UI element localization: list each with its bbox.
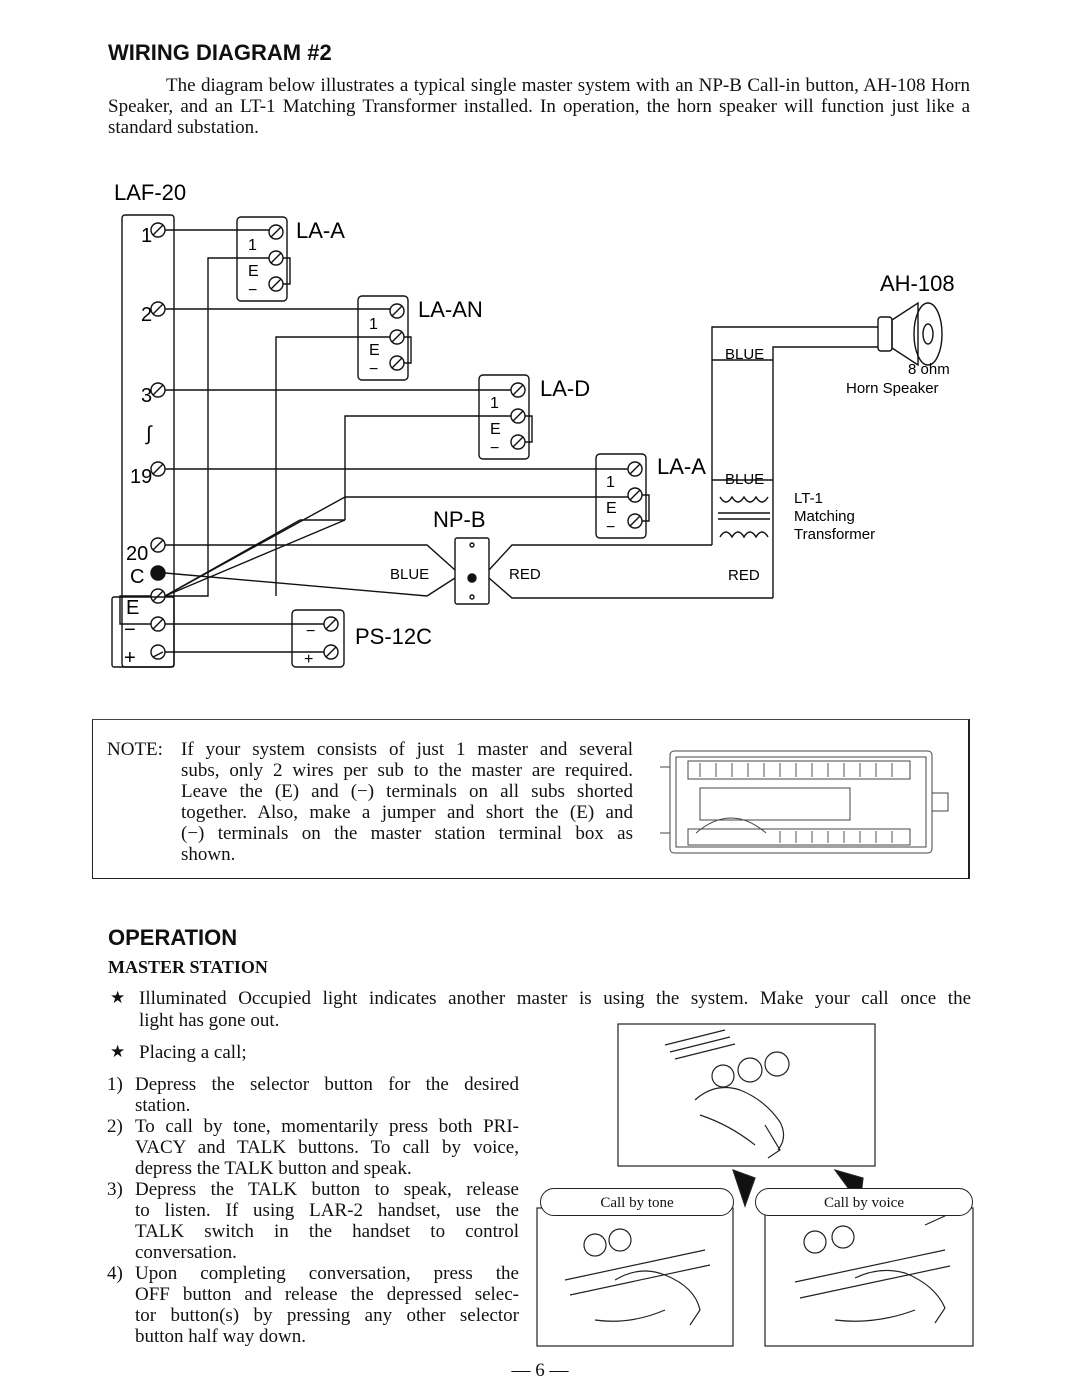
laa2-tm: − xyxy=(606,519,615,536)
laa1-te: E xyxy=(248,263,259,280)
terminal-minus: − xyxy=(124,619,136,641)
step-2: 2) To call by tone, momentarily press bo… xyxy=(107,1116,519,1179)
lad-te: E xyxy=(490,421,501,438)
lt1-1: LT-1 xyxy=(794,490,823,507)
laf20-label: LAF-20 xyxy=(114,180,186,205)
laa2-label: LA-A xyxy=(657,454,706,479)
note-line-5: (−) terminals on the master station term… xyxy=(181,823,633,844)
ah108-label: AH-108 xyxy=(880,271,955,296)
blue-top: BLUE xyxy=(725,346,764,363)
caption-call-by-tone: Call by tone xyxy=(540,1188,734,1216)
note-box xyxy=(92,719,970,879)
lad-t1: 1 xyxy=(490,395,499,412)
star2-text: Placing a call; xyxy=(139,1042,247,1063)
terminal-box-illustration xyxy=(660,750,949,854)
wiring-diagram: 1 2 3 ∫ 19 20 C E − + 1 E − 1 E − 1 E − … xyxy=(111,180,955,669)
note-text: If your system consists of just 1 master… xyxy=(181,739,633,865)
wiring-heading: WIRING DIAGRAM #2 xyxy=(108,40,332,65)
step-2-num: 2) xyxy=(107,1116,123,1137)
terminal-1: 1 xyxy=(141,225,152,247)
step-2-line-2: VACY and TALK buttons. To call by voice, xyxy=(135,1137,519,1158)
lad-tm: − xyxy=(490,440,499,457)
step-1-line-2: station. xyxy=(135,1095,191,1116)
blue-mid: BLUE xyxy=(725,471,764,488)
laan-te: E xyxy=(369,342,380,359)
step-3: 3) Depress the TALK button to speak, rel… xyxy=(107,1179,519,1263)
step-4-line-4: button half way down. xyxy=(135,1326,306,1347)
step-4-line-1: Upon completing conversation, press the xyxy=(135,1263,519,1284)
step-3-line-2: to listen. If using LAR-2 handset, use t… xyxy=(135,1200,519,1221)
lt1-3: Transformer xyxy=(794,526,875,543)
terminal-3: 3 xyxy=(141,385,152,407)
step-1: 1) Depress the selector button for the d… xyxy=(107,1074,519,1116)
star-icon-1: ★ xyxy=(110,988,126,1007)
red-right: RED xyxy=(728,567,760,584)
laa1-label: LA-A xyxy=(296,218,345,243)
horn-desc-2: Horn Speaker xyxy=(846,380,939,397)
laan-tm: − xyxy=(369,361,378,378)
note-line-3: Leave the (E) and (−) terminals on all s… xyxy=(181,781,633,802)
lt1-2: Matching xyxy=(794,508,855,525)
ps-tp: + xyxy=(304,651,313,668)
terminal-19: 19 xyxy=(130,466,152,488)
terminal-e: E xyxy=(126,597,139,619)
step-1-num: 1) xyxy=(107,1074,123,1095)
steps-list: 1) Depress the selector button for the d… xyxy=(107,1074,519,1347)
horn-desc-1: 8 ohm xyxy=(908,361,950,378)
step-3-line-1: Depress the TALK button to speak, releas… xyxy=(135,1179,519,1200)
step-3-line-3: TALK switch in the handset to control xyxy=(135,1221,519,1242)
step-4-line-2: OFF button and release the depressed sel… xyxy=(135,1284,519,1305)
ps12c-label: PS-12C xyxy=(355,624,432,649)
npb-label: NP-B xyxy=(433,507,486,532)
note-line-1: If your system consists of just 1 master… xyxy=(181,739,633,760)
operation-heading: OPERATION xyxy=(108,925,238,950)
laa1-tm: − xyxy=(248,282,257,299)
laa1-t1: 1 xyxy=(248,237,257,254)
step-4-num: 4) xyxy=(107,1263,123,1284)
ps-tm: − xyxy=(306,623,315,640)
step-4: 4) Upon completing conversation, press t… xyxy=(107,1263,519,1347)
terminal-plus: + xyxy=(124,647,136,669)
step-2-line-3: depress the TALK button and speak. xyxy=(135,1158,412,1179)
step-3-line-4: conversation. xyxy=(135,1242,237,1263)
page-number: — 6 — xyxy=(511,1360,569,1381)
step-4-line-3: tor button(s) by pressing any other sele… xyxy=(135,1305,519,1326)
terminal-2: 2 xyxy=(141,304,152,326)
terminal-ellipsis: ∫ xyxy=(145,423,153,445)
star1-line1: Illuminated Occupied light indicates ano… xyxy=(139,988,971,1009)
note-line-6: shown. xyxy=(181,844,236,865)
lad-label: LA-D xyxy=(540,376,590,401)
laan-label: LA-AN xyxy=(418,297,483,322)
note-label: NOTE: xyxy=(107,739,163,760)
star1-line2: light has gone out. xyxy=(139,1010,280,1031)
wiring-intro: The diagram below illustrates a typical … xyxy=(108,75,970,138)
master-station-heading: MASTER STATION xyxy=(108,957,268,977)
terminal-c: C xyxy=(130,566,144,588)
star-icon-2: ★ xyxy=(110,1042,126,1061)
caption-call-by-voice: Call by voice xyxy=(755,1188,973,1216)
laan-t1: 1 xyxy=(369,316,378,333)
step-2-line-1: To call by tone, momentarily press both … xyxy=(135,1116,519,1137)
step-1-line-1: Depress the selector button for the desi… xyxy=(135,1074,519,1095)
terminal-20: 20 xyxy=(126,543,148,565)
note-line-4: together. Also, make a jumper and short … xyxy=(181,802,633,823)
laa2-t1: 1 xyxy=(606,474,615,491)
red-np: RED xyxy=(509,566,541,583)
blue-np: BLUE xyxy=(390,566,429,583)
laa2-te: E xyxy=(606,500,617,517)
note-line-2: subs, only 2 wires per sub to the master… xyxy=(181,760,633,781)
operation-illustrations xyxy=(536,1023,974,1347)
step-3-num: 3) xyxy=(107,1179,123,1200)
